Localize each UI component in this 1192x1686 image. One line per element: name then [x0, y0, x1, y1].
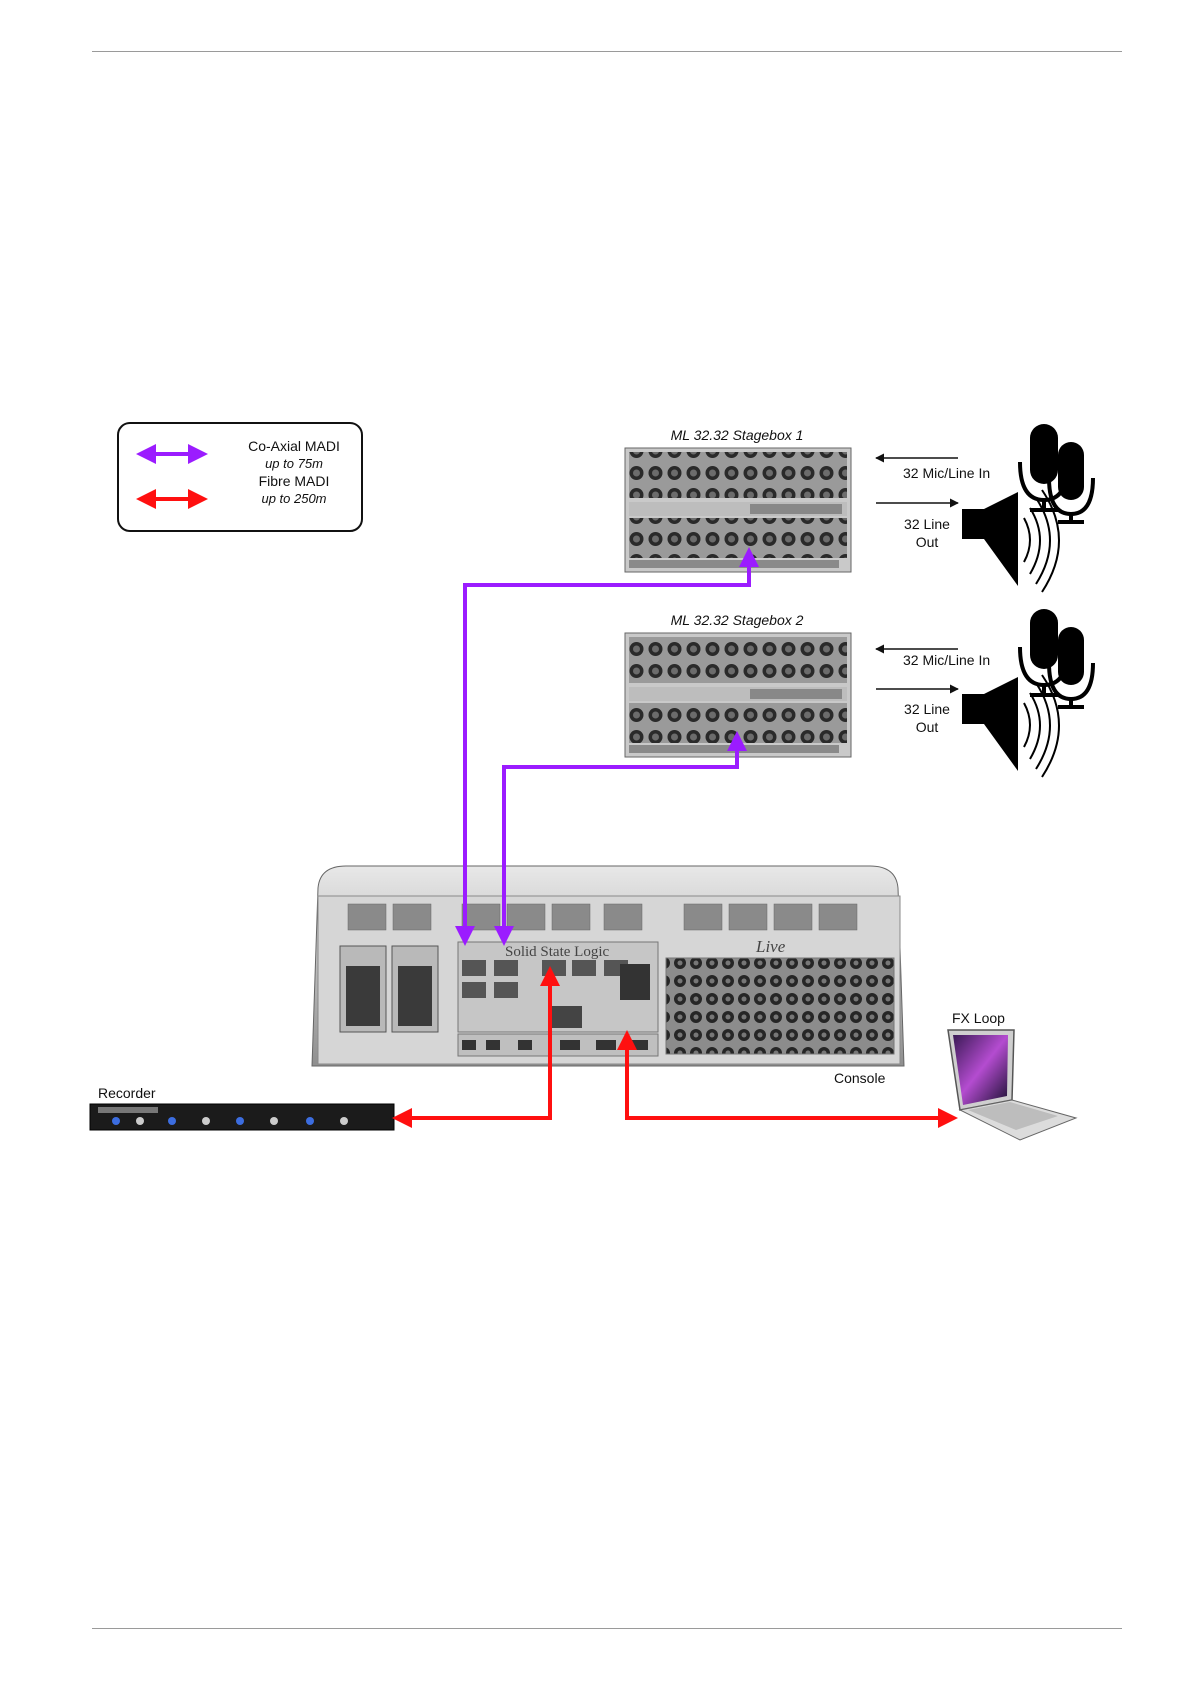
console: Solid State Logic Live Console	[312, 866, 904, 1086]
legend-coax-range: up to 75m	[265, 456, 323, 471]
recorder-label: Recorder	[98, 1085, 156, 1101]
microphones-1-icon	[1020, 424, 1093, 522]
stagebox-2-line-out-label-2: Out	[916, 719, 939, 735]
stagebox-2-line-out-label: 32 Line	[904, 701, 950, 717]
legend: Co-Axial MADI up to 75m Fibre MADI up to…	[118, 423, 362, 531]
stagebox-2-mic-in-label: 32 Mic/Line In	[903, 652, 990, 668]
console-brand: Solid State Logic	[505, 944, 610, 960]
stagebox-1-line-out-label-2: Out	[916, 534, 939, 550]
console-label: Console	[834, 1070, 886, 1086]
legend-fibre-label: Fibre MADI	[259, 473, 330, 489]
stagebox-2-title: ML 32.32 Stagebox 2	[671, 612, 804, 628]
stagebox-1: ML 32.32 Stagebox 1	[625, 427, 851, 572]
stagebox-1-title: ML 32.32 Stagebox 1	[671, 427, 804, 443]
legend-coax-label: Co-Axial MADI	[248, 438, 340, 454]
fx-loop-label: FX Loop	[952, 1010, 1005, 1026]
fx-loop-laptop: FX Loop	[948, 1010, 1076, 1140]
microphones-2-icon	[1020, 609, 1093, 707]
recorder: Recorder	[90, 1085, 394, 1130]
stagebox-1-mic-in-label: 32 Mic/Line In	[903, 465, 990, 481]
stagebox-1-line-out-label: 32 Line	[904, 516, 950, 532]
console-model: Live	[755, 937, 786, 956]
legend-fibre-range: up to 250m	[261, 491, 326, 506]
